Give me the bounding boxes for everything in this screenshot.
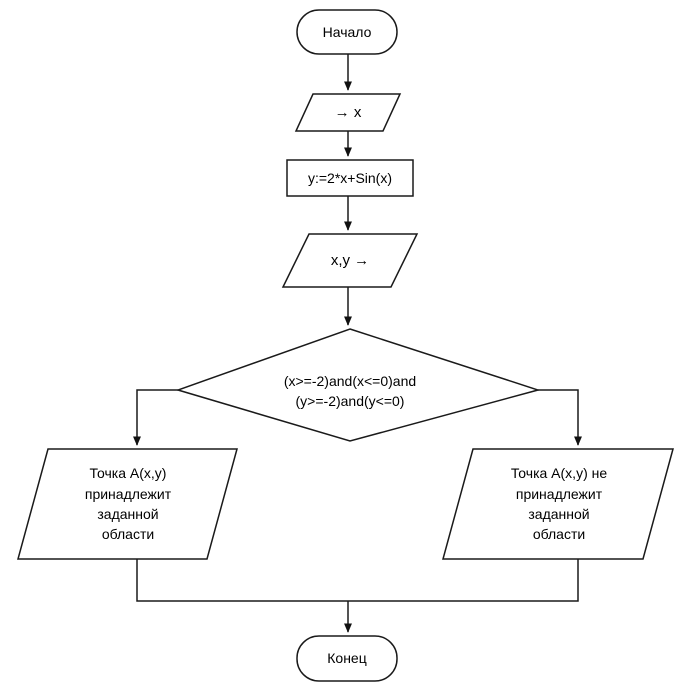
edge-output-outside-to-merge: [348, 559, 579, 602]
node-output-xy-shape: [281, 233, 419, 288]
node-start-shape: [296, 9, 398, 55]
node-output-inside-shape: [17, 448, 238, 560]
edge-decision-to-output-outside: [538, 389, 582, 446]
node-end-shape: [296, 635, 398, 682]
edge-output-inside-to-merge: [136, 559, 348, 602]
node-input-x-shape: [294, 93, 402, 132]
node-decision-shape: [175, 328, 541, 442]
node-process-y-shape: [286, 159, 414, 197]
edge-decision-to-output-inside: [133, 389, 178, 446]
node-output-outside-shape: [442, 448, 674, 560]
